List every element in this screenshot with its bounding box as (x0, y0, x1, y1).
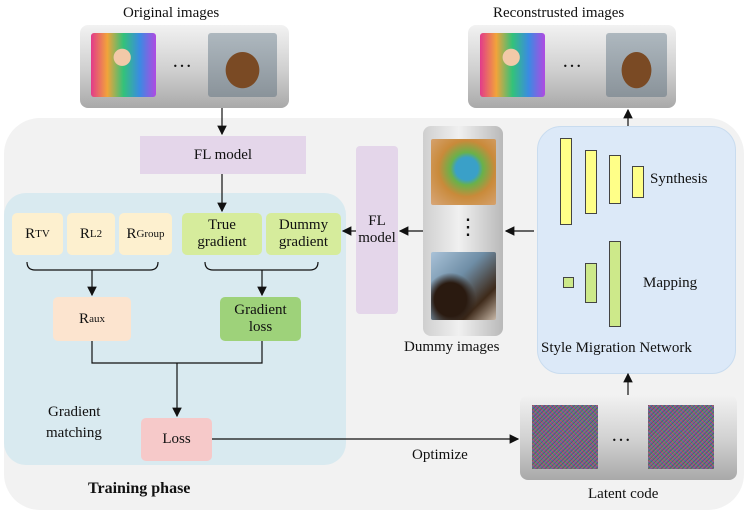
latent-code-2 (648, 405, 714, 469)
original-images-label: Original images (123, 5, 220, 21)
r-aux-sub: aux (89, 312, 105, 325)
gradient-loss-box: Gradient loss (220, 297, 301, 341)
reconstructed-face-image (480, 33, 545, 97)
r-tv-main: R (25, 225, 36, 242)
r-group-main: R (126, 225, 137, 242)
r-l2-sub: L2 (89, 227, 103, 240)
latent-ellipsis: … (611, 424, 633, 446)
join-to-loss (91, 341, 263, 364)
dummy-vertical-ellipsis: ⋮ (457, 214, 481, 239)
dummy-gradient-line1: Dummy (278, 217, 329, 233)
dummy-gradient-line2: gradient (278, 234, 329, 250)
mapping-label: Mapping (643, 275, 698, 291)
r-l2-main: R (79, 225, 90, 242)
original-ellipsis: … (172, 50, 194, 72)
reconstructed-bear-image (606, 33, 667, 97)
reconstructed-images-label: Reconstrusted images (493, 5, 625, 21)
r-group-sub: Group (136, 227, 165, 240)
dummy-image-1 (431, 139, 496, 205)
dummy-gradient-box: Dummy gradient (266, 213, 341, 255)
mapping-bar-2 (585, 263, 597, 303)
loss-box: Loss (141, 418, 212, 461)
synthesis-label: Synthesis (650, 171, 708, 187)
gradient-brace (204, 261, 319, 271)
optimize-label: Optimize (412, 447, 468, 463)
gradient-matching-label-line1: Gradient (48, 404, 101, 420)
style-migration-network-label: Style Migration Network (541, 340, 692, 356)
dummy-images-label: Dummy images (404, 339, 500, 355)
mapping-bar-3 (609, 241, 621, 327)
true-gradient-line1: True (208, 217, 236, 233)
dummy-image-2 (431, 252, 496, 320)
fl-model-side-line1: FL (368, 213, 386, 229)
true-gradient-line2: gradient (197, 234, 247, 250)
true-gradient-box: True gradient (182, 213, 262, 255)
gradient-loss-line2: loss (248, 319, 273, 335)
reconstructed-ellipsis: … (562, 50, 584, 72)
synthesis-bar-1 (560, 138, 572, 225)
r-tv-sub: TV (35, 227, 50, 240)
fl-model-box-side: FL model (356, 146, 398, 314)
gradient-loss-line1: Gradient (234, 302, 287, 318)
fl-model-box-top: FL model (140, 136, 306, 174)
original-face-image (91, 33, 156, 97)
mapping-bar-1 (563, 277, 574, 288)
synthesis-bar-2 (585, 150, 597, 214)
regularizer-brace (26, 261, 159, 271)
latent-code-label: Latent code (588, 486, 659, 502)
synthesis-bar-4 (632, 166, 644, 198)
latent-code-1 (532, 405, 598, 469)
training-phase-label: Training phase (88, 480, 191, 497)
gradient-matching-label-line2: matching (46, 425, 102, 441)
r-aux-main: R (79, 310, 90, 327)
original-bear-image (208, 33, 277, 97)
synthesis-bar-3 (609, 155, 621, 204)
fl-model-side-line2: model (358, 230, 396, 246)
